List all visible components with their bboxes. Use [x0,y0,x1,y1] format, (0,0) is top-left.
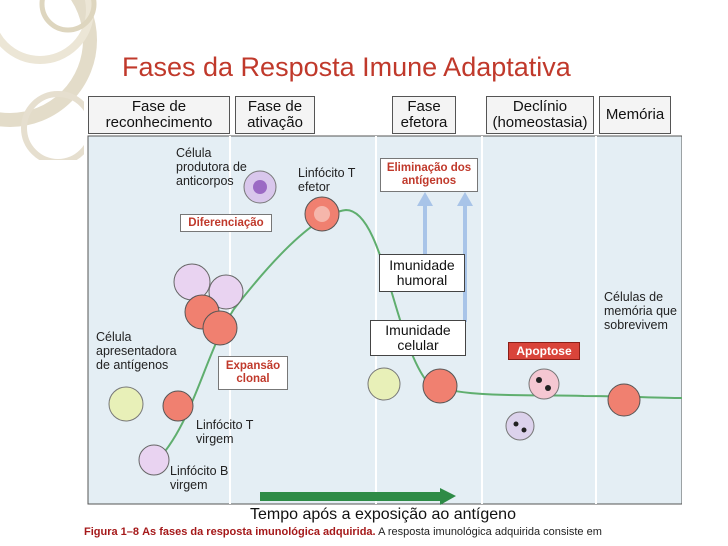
arrow-cellular [457,192,473,322]
phase-effector: Fase efetora [392,96,456,134]
slide-title: Fases da Resposta Imune Adaptativa [122,52,571,82]
late-t-cell [422,368,458,404]
phase-activation: Fase de ativação [235,96,315,134]
caption-continuation: A resposta imunológica adquirida consist… [378,526,602,538]
label-effector-t: Linfócito T efetor [298,166,356,194]
label-apc: Célula apresentadora de antígenos [96,330,177,372]
naive-b-cell [138,444,170,476]
apc-cell [108,386,144,422]
label-plasma-cell: Célula produtora de anticorpos [176,146,247,188]
label-humoral-immunity: Imunidade humoral [379,254,465,292]
memory-t-cell [607,383,641,417]
label-clonal-expansion: Expansão clonal [218,356,288,390]
arrow-humoral [417,192,433,290]
figure-caption: Figura 1–8 As fases da resposta imunológ… [84,526,602,538]
time-arrow [260,492,440,501]
late-apc-cell [367,367,401,401]
label-antigen-elimination: Eliminação dos antígenos [380,158,478,192]
phase-memory: Memória [599,96,671,134]
phase-decline: Declínio (homeostasia) [486,96,594,134]
label-naive-t: Linfócito T virgem [196,418,254,446]
label-memory-cells: Células de memória que sobrevivem [604,290,677,332]
clone-b-2 [208,274,244,310]
phase-recognition: Fase de reconhecimento [88,96,230,134]
figure-panel: Fase de reconhecimento Fase de ativação … [84,94,682,544]
label-cellular-immunity: Imunidade celular [370,320,466,356]
label-differentiation: Diferenciação [180,214,272,232]
caption-figure-number: Figura 1–8 [84,526,140,538]
apoptotic-cell-2 [505,411,535,441]
label-apoptosis: Apoptose [508,342,580,360]
apoptotic-cell-1 [528,368,560,400]
naive-t-cell [162,390,194,422]
label-naive-b: Linfócito B virgem [170,464,229,492]
time-axis-label: Tempo após a exposição ao antígeno [250,506,516,523]
clone-b-1 [173,263,211,301]
caption-text: As fases da resposta imunológica adquiri… [142,526,376,538]
clone-t-2 [202,310,238,346]
